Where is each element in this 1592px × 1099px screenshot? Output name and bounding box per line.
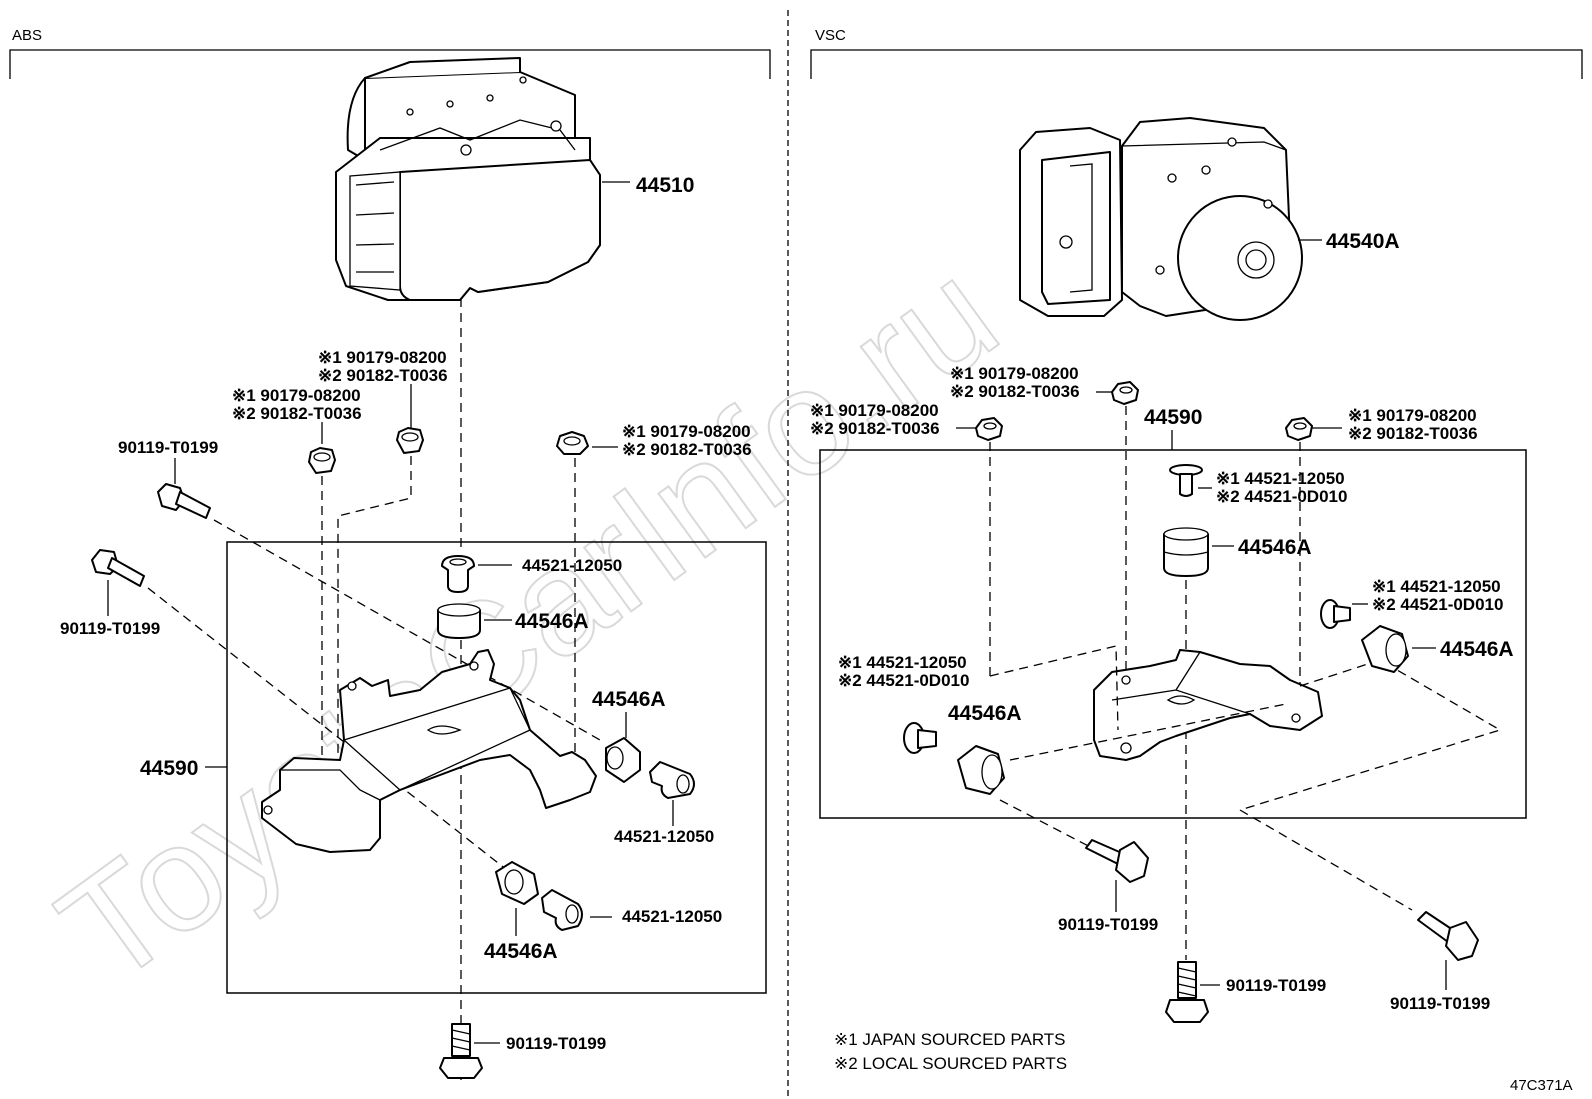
abs-nut-left-label-1: ※1 90179-08200 bbox=[232, 386, 361, 405]
abs-bracket-drawing bbox=[261, 649, 597, 853]
vsc-bolt-b-label: 90119-T0199 bbox=[1226, 976, 1326, 995]
abs-nut-mid bbox=[396, 427, 424, 454]
vsc-cushion-left bbox=[957, 745, 1005, 795]
note-japan-sourced: ※1 JAPAN SOURCED PARTS bbox=[834, 1030, 1066, 1049]
abs-collar-bottom bbox=[541, 889, 583, 931]
vsc-collar-right-label-2: ※2 44521-0D010 bbox=[1372, 595, 1503, 614]
abs-actuator-drawing bbox=[335, 57, 601, 301]
abs-section-title: ABS bbox=[12, 27, 42, 44]
abs-nut-left bbox=[308, 447, 336, 474]
vsc-cushion-top bbox=[1163, 527, 1209, 577]
abs-collar-right bbox=[649, 761, 695, 799]
abs-cushion-right bbox=[605, 737, 641, 783]
vsc-collar-left bbox=[903, 722, 937, 754]
vsc-nut-right-label-1: ※1 90179-08200 bbox=[1348, 406, 1477, 425]
vsc-bolt-c-label: 90119-T0199 bbox=[1390, 994, 1490, 1013]
abs-bolt-b-label: 90119-T0199 bbox=[60, 619, 160, 638]
vsc-collar-top bbox=[1169, 464, 1203, 497]
vsc-collar-left-label-1: ※1 44521-12050 bbox=[838, 653, 967, 672]
vsc-nut-mid-label-1: ※1 90179-08200 bbox=[950, 364, 1079, 383]
vsc-collar-right bbox=[1320, 599, 1351, 629]
vsc-nut-mid-label-2: ※2 90182-T0036 bbox=[950, 382, 1080, 401]
abs-bolt-c-label: 90119-T0199 bbox=[506, 1034, 606, 1053]
vsc-actuator-drawing bbox=[1019, 117, 1303, 321]
vsc-collar-top-label-2: ※2 44521-0D010 bbox=[1216, 487, 1347, 506]
note-local-sourced: ※2 LOCAL SOURCED PARTS bbox=[834, 1054, 1067, 1073]
vsc-section-title: VSC bbox=[815, 27, 846, 44]
vsc-nut-left-label-2: ※2 90182-T0036 bbox=[810, 419, 940, 438]
vsc-actuator-label: 44540A bbox=[1326, 230, 1400, 253]
abs-collar-top bbox=[441, 555, 475, 593]
abs-nut-mid-label-2: ※2 90182-T0036 bbox=[318, 366, 448, 385]
vsc-cushion-left-label: 44546A bbox=[948, 702, 1022, 725]
vsc-section-bracket-line bbox=[810, 49, 1583, 79]
vsc-bolt-c bbox=[1417, 911, 1479, 961]
abs-collar-top-label: 44521-12050 bbox=[522, 556, 622, 575]
abs-nut-right-label-1: ※1 90179-08200 bbox=[622, 422, 751, 441]
abs-cushion-bottom bbox=[495, 861, 539, 905]
abs-bolt-c bbox=[439, 1023, 483, 1079]
abs-bolt-a-label: 90119-T0199 bbox=[118, 438, 218, 457]
vsc-section: VSC 44540A ※1 90179-08200 ※2 90182-T0036… bbox=[810, 27, 1583, 1094]
vsc-nut-left bbox=[975, 417, 1003, 441]
vsc-bolt-b bbox=[1165, 961, 1209, 1023]
abs-cushion-top-label: 44546A bbox=[515, 610, 589, 633]
vsc-bolt-a-label: 90119-T0199 bbox=[1058, 915, 1158, 934]
vsc-collar-left-label-2: ※2 44521-0D010 bbox=[838, 671, 969, 690]
abs-cushion-right-label: 44546A bbox=[592, 688, 666, 711]
vsc-nut-right bbox=[1285, 417, 1313, 441]
abs-section-bracket-line bbox=[9, 49, 771, 79]
abs-bolt-b bbox=[91, 549, 145, 587]
abs-bracket-label: 44590 bbox=[140, 757, 198, 780]
vsc-nut-right-label-2: ※2 90182-T0036 bbox=[1348, 424, 1478, 443]
vsc-collar-top-label-1: ※1 44521-12050 bbox=[1216, 469, 1345, 488]
abs-nut-right-label-2: ※2 90182-T0036 bbox=[622, 440, 752, 459]
abs-cushion-bottom-label: 44546A bbox=[484, 940, 558, 963]
vsc-cushion-top-label: 44546A bbox=[1238, 536, 1312, 559]
vsc-bolt-a bbox=[1085, 839, 1149, 883]
abs-nut-mid-label-1: ※1 90179-08200 bbox=[318, 348, 447, 367]
vsc-cushion-right bbox=[1361, 625, 1409, 673]
vsc-cushion-right-label: 44546A bbox=[1440, 638, 1514, 661]
abs-bolt-a bbox=[157, 483, 211, 519]
vsc-bracket-label: 44590 bbox=[1144, 406, 1202, 429]
vsc-bracket-frame bbox=[819, 449, 1527, 819]
abs-nut-right bbox=[556, 431, 589, 455]
vsc-collar-right-label-1: ※1 44521-12050 bbox=[1372, 577, 1501, 596]
abs-nut-left-label-2: ※2 90182-T0036 bbox=[232, 404, 362, 423]
figure-code: 47C371A bbox=[1510, 1077, 1573, 1094]
vsc-bracket-drawing bbox=[1093, 649, 1323, 761]
abs-section: ABS 44510 ※1 90179-08200 ※2 90182-T0036 … bbox=[9, 27, 771, 1080]
abs-collar-right-label: 44521-12050 bbox=[614, 827, 714, 846]
vsc-nut-left-label-1: ※1 90179-08200 bbox=[810, 401, 939, 420]
vsc-nut-mid bbox=[1111, 381, 1139, 405]
abs-collar-bottom-label: 44521-12050 bbox=[622, 907, 722, 926]
abs-actuator-label: 44510 bbox=[636, 174, 694, 197]
abs-cushion-top bbox=[437, 603, 481, 639]
